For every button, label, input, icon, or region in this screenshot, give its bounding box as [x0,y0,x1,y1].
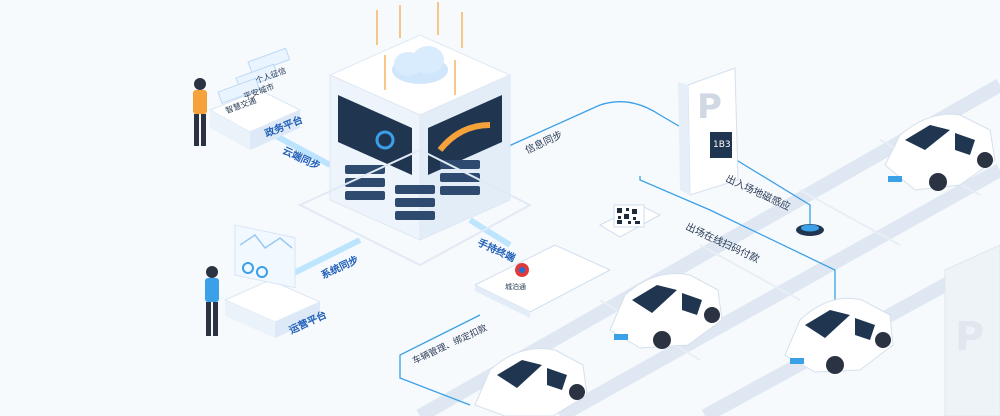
app-name-label: 城泊通 [505,283,526,291]
ground-sensor [796,224,824,236]
svg-text:P: P [697,87,722,127]
car-4 [474,348,588,416]
ops-platform-block [223,224,322,338]
parking-sign: P [678,67,739,196]
qr-code-stand [598,204,662,238]
person-ops-icon [205,266,219,336]
handheld-terminal [473,244,612,318]
svg-text:P: P [955,314,984,360]
building-right: P [944,244,1000,416]
gov-platform-block [208,47,302,150]
person-gov-icon [193,78,207,146]
cloud-server-cube [297,2,533,267]
car-1 [884,113,996,191]
parked-cars [474,113,996,416]
car-2 [784,297,894,374]
sign-code-label: 1B3 [713,140,731,150]
car-3 [609,273,723,349]
